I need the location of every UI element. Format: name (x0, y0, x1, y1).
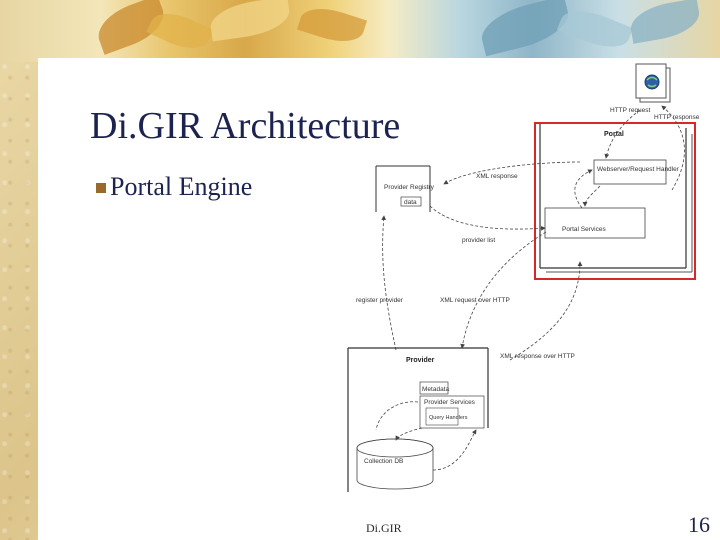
http-response-arrow (661, 105, 685, 191)
register-provider-label: register provider (356, 297, 404, 304)
xml-request-label: XML request over HTTP (440, 297, 510, 304)
services-to-webserver-arrow (574, 169, 593, 209)
metadata-label: Metadata (422, 386, 449, 393)
xml-response-label: XML response (476, 173, 518, 180)
register-provider-arrow (381, 215, 397, 351)
query-to-db-arrow (395, 427, 423, 441)
registry-data-label: data (404, 199, 417, 206)
query-handlers-label: Query Handlers (429, 415, 468, 421)
xml-request-arrow (460, 231, 547, 349)
provider-services-label: Provider Services (424, 399, 476, 406)
provider-list-label: provider list (462, 237, 495, 244)
http-response-label: HTTP response (654, 114, 700, 121)
collection-db-cylinder: Collection DB (356, 438, 434, 490)
provider-list-arrow (429, 205, 546, 231)
http-request-label: HTTP request (610, 107, 651, 114)
portal-region: Portal (539, 122, 693, 273)
services-to-db-line (375, 401, 419, 431)
request-to-services-arrow (582, 185, 601, 207)
xml-response-http-arrow (509, 261, 583, 361)
metadata-box: Metadata (419, 381, 449, 395)
xml-response-http-label: XML response over HTTP (500, 353, 575, 360)
bullet-square-icon (96, 183, 106, 193)
decorative-banner (0, 0, 720, 62)
webserver-box: Webserver/Request Handler (593, 159, 680, 185)
portal-label: Portal (604, 131, 624, 138)
portal-services-label: Portal Services (562, 226, 606, 233)
portal-services-box: Portal Services (544, 207, 646, 239)
collection-db-label: Collection DB (364, 458, 403, 465)
xml-response-arrow (443, 161, 581, 185)
webserver-label: Webserver/Request Handler (597, 166, 680, 173)
bullet-item: Portal Engine (96, 172, 252, 202)
slide-title: Di.GIR Architecture (90, 105, 401, 147)
bullet-text: Portal Engine (110, 172, 253, 201)
provider-registry-label: Provider Registry (384, 184, 435, 191)
provider-services-box: Provider Services Query Handlers (419, 395, 485, 429)
browser-client-icon (635, 63, 671, 103)
slide-footer: Di.GIR (366, 521, 402, 535)
db-to-services-arrow (432, 429, 477, 471)
portal-engine-highlight (534, 122, 696, 280)
page-number: 16 (688, 512, 710, 537)
provider-label: Provider (406, 357, 435, 364)
provider-registry-box: Provider Registry data (375, 165, 435, 212)
provider-region: Provider (347, 347, 489, 492)
http-request-arrow (604, 109, 641, 159)
